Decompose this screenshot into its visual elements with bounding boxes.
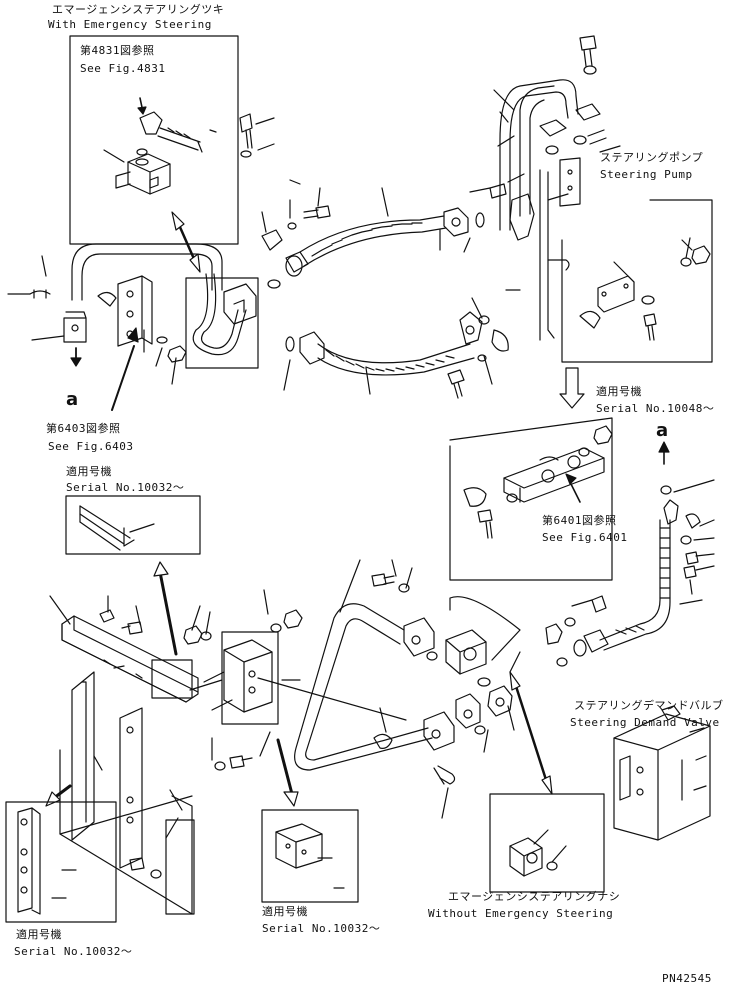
label-serial-10048: Serial No.10048～ xyxy=(596,402,715,415)
label-applicable-10048-jp: 適用号機 xyxy=(596,385,642,398)
label-ref6403-en: See Fig.6403 xyxy=(48,440,134,453)
misc-leader-lines xyxy=(210,130,440,250)
pipe-loop-lower xyxy=(295,560,455,818)
u-tube-left xyxy=(8,244,222,342)
bolts-upper-middle xyxy=(240,114,330,250)
down-arrow-serial-10048 xyxy=(560,368,584,408)
inset-serial-10032-left xyxy=(6,802,116,922)
inset-serial-10032-top xyxy=(66,496,200,554)
arrow-mark-a xyxy=(71,348,81,366)
label-steering-pump-en: Steering Pump xyxy=(600,168,693,181)
label-without-emergency-en: Without Emergency Steering xyxy=(428,907,614,920)
pointer-lines xyxy=(190,678,406,720)
bracket-left xyxy=(98,276,186,384)
label-mark-a-right: a xyxy=(656,420,669,441)
frame-lower-bracket xyxy=(60,672,194,914)
pump-pipes xyxy=(470,36,620,340)
label-with-emergency-en: With Emergency Steering xyxy=(48,18,212,31)
label-without-emergency-jp: エマージェンシステアリングナシ xyxy=(448,890,621,903)
label-ref6403-jp: 第6403図参照 xyxy=(46,422,121,435)
u-tube-center-loop xyxy=(186,274,258,368)
emergency-pump-group xyxy=(446,597,520,752)
label-ref4831-jp: 第4831図参照 xyxy=(80,44,155,57)
label-steering-pump-jp: ステアリングポンプ xyxy=(600,151,704,164)
bracket-middle xyxy=(204,590,302,770)
hose-lower xyxy=(284,298,508,398)
label-demand-valve-jp: ステアリングデマンドバルブ xyxy=(574,699,724,712)
label-serial-10032-top: Serial No.10032～ xyxy=(66,481,185,494)
inset-serial-10032-bottom xyxy=(262,810,358,902)
frame-cross-member xyxy=(50,596,211,702)
label-ref6401-en: See Fig.6401 xyxy=(542,531,628,544)
label-with-emergency-jp: エマージェンシステアリングツキ xyxy=(52,3,225,16)
label-serial-10032-bottom: Serial No.10032～ xyxy=(262,922,381,935)
label-applicable-10032-top-jp: 適用号機 xyxy=(66,465,112,478)
label-ref6401-jp: 第6401図参照 xyxy=(542,514,617,527)
inset-see-fig-6401 xyxy=(450,418,612,580)
double-arrow-right xyxy=(510,672,552,794)
double-arrow-inset xyxy=(172,212,200,272)
up-arrow-serial-10032 xyxy=(154,562,176,654)
label-figure-number: PN42545 xyxy=(662,972,712,985)
hose-right xyxy=(546,442,714,666)
inset-without-emergency xyxy=(490,794,604,892)
label-applicable-10032-left-jp: 適用号機 xyxy=(16,928,62,941)
steering-demand-valve xyxy=(614,706,710,840)
arrow-lower-left xyxy=(46,786,70,806)
hose-upper xyxy=(268,188,484,288)
label-demand-valve-en: Steering Demand Valve xyxy=(570,716,720,729)
label-mark-a-left: a xyxy=(66,389,79,410)
arrow-to-6403 xyxy=(112,328,138,410)
elbow-fitting-detail xyxy=(138,98,202,152)
label-applicable-10032-bottom-jp: 適用号機 xyxy=(262,905,308,918)
arrow-lower-middle xyxy=(278,740,298,806)
valve-block-detail xyxy=(104,149,170,194)
pump-bracket-inset xyxy=(562,200,712,362)
label-serial-10032-left: Serial No.10032～ xyxy=(14,945,133,958)
label-ref4831-en: See Fig.4831 xyxy=(80,62,166,75)
